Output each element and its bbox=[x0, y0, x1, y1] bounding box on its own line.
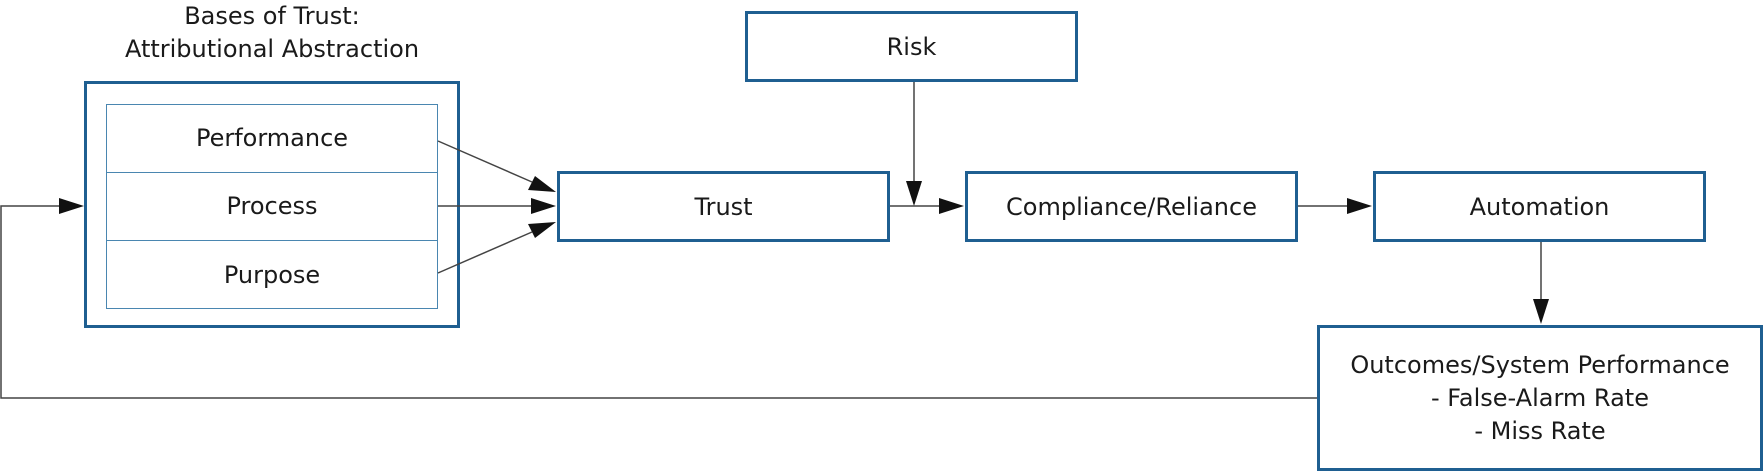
feedback-loop-line bbox=[0, 205, 1317, 399]
bases-divider-2 bbox=[106, 240, 438, 241]
arrowhead-performance bbox=[528, 176, 556, 192]
bases-heading: Bases of Trust: Attributional Abstractio… bbox=[86, 0, 458, 66]
arrowhead-purpose bbox=[528, 222, 556, 238]
bases-inner-panel bbox=[106, 104, 438, 309]
compliance-reliance-box: Compliance/Reliance bbox=[965, 171, 1298, 242]
outcomes-miss-rate: - Miss Rate bbox=[1474, 416, 1606, 445]
outcomes-title: Outcomes/System Performance bbox=[1350, 350, 1730, 379]
risk-box: Risk bbox=[745, 11, 1078, 82]
basis-process: Process bbox=[226, 192, 318, 220]
bases-heading-line2: Attributional Abstraction bbox=[124, 35, 420, 63]
arrowhead-compliance bbox=[939, 198, 964, 214]
outcomes-box: Outcomes/System Performance - False-Alar… bbox=[1317, 325, 1763, 471]
automation-box: Automation bbox=[1373, 171, 1706, 242]
arrowhead-feedback bbox=[59, 198, 84, 214]
arrow-purpose-to-trust bbox=[437, 231, 533, 274]
arrow-performance-to-trust bbox=[437, 140, 533, 183]
bases-heading-line1: Bases of Trust: bbox=[184, 2, 360, 30]
basis-performance: Performance bbox=[195, 124, 349, 152]
basis-purpose: Purpose bbox=[223, 260, 321, 289]
arrowhead-process bbox=[531, 198, 556, 214]
trust-box: Trust bbox=[557, 171, 890, 242]
arrowhead-automation bbox=[1347, 198, 1372, 214]
bases-divider-1 bbox=[106, 172, 438, 173]
arrowhead-risk bbox=[906, 181, 922, 206]
arrowhead-outcomes bbox=[1533, 299, 1549, 324]
bases-of-trust-box bbox=[84, 81, 460, 328]
outcomes-false-alarm-rate: - False-Alarm Rate bbox=[1431, 383, 1649, 412]
